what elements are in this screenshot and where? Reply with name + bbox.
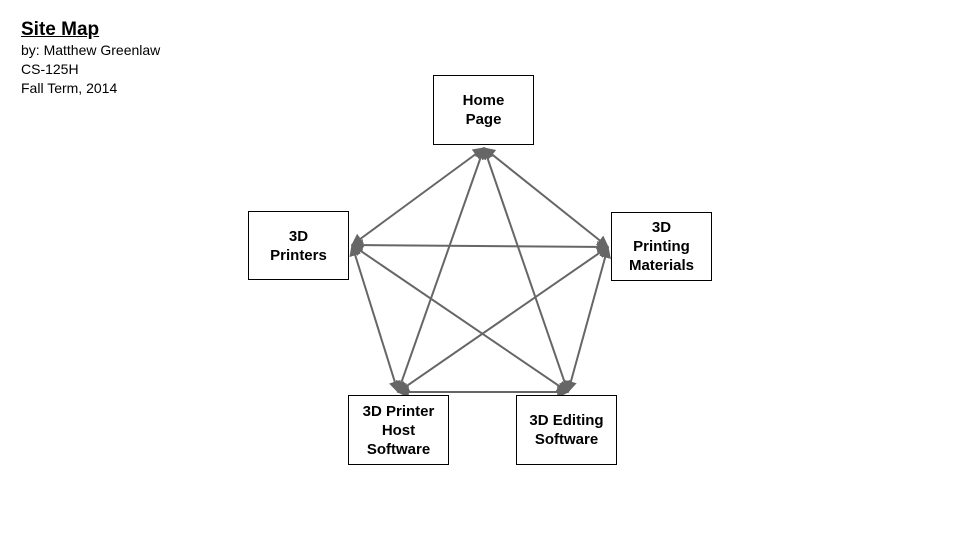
edge-home-host	[395, 146, 487, 394]
edge-materials-editing	[565, 245, 611, 394]
course-line: CS-125H	[21, 61, 79, 77]
edge-home-printers	[351, 147, 485, 246]
edge-materials-host	[397, 246, 609, 393]
edge-printers-host	[349, 243, 401, 394]
author-line: by: Matthew Greenlaw	[21, 42, 161, 58]
edge-printers-editing	[351, 244, 569, 393]
node-home-page: Home Page	[433, 75, 534, 145]
edge-home-materials	[483, 147, 609, 248]
header: Site Map by: Matthew Greenlaw CS-125H Fa…	[21, 19, 160, 98]
edge-home-editing	[481, 146, 571, 394]
edge-printers-materials	[350, 239, 610, 253]
node-3d-printer-host-software: 3D Printer Host Software	[348, 395, 449, 465]
node-3d-printing-materials: 3D Printing Materials	[611, 212, 712, 281]
page-title: Site Map	[21, 19, 100, 40]
node-3d-printers: 3D Printers	[248, 211, 349, 280]
term-line: Fall Term, 2014	[21, 80, 118, 96]
node-3d-editing-software: 3D Editing Software	[516, 395, 617, 465]
